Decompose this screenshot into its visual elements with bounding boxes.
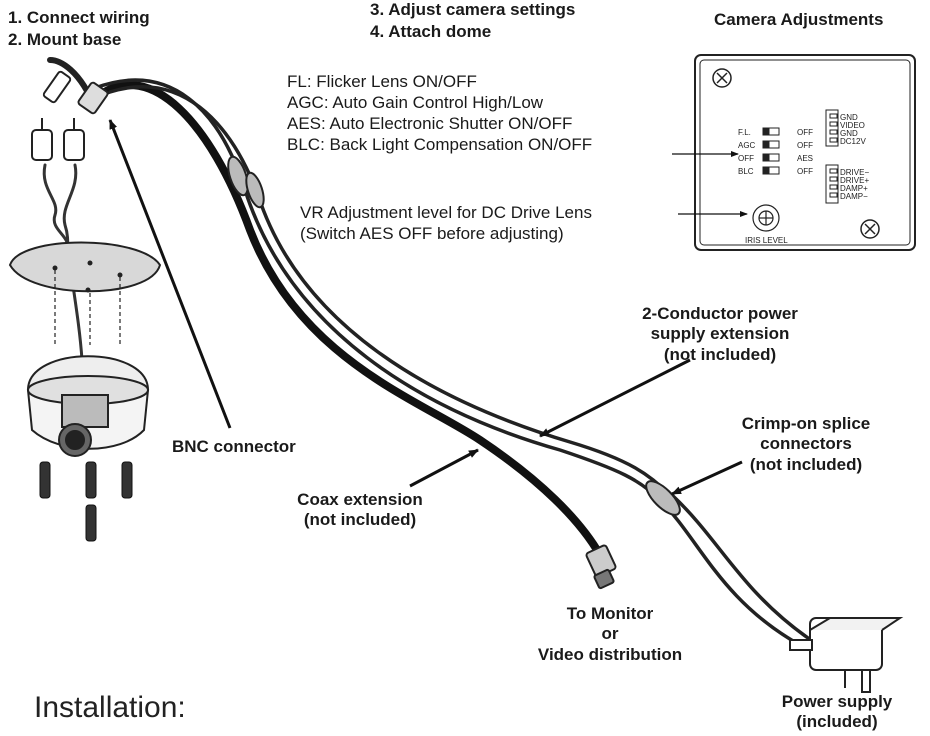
- desc-aes: AES: Auto Electronic Shutter ON/OFF: [287, 114, 573, 133]
- bnc-and-power-plugs: [31, 70, 109, 161]
- iris-level-potentiometer: [752, 204, 780, 232]
- dome-camera: [26, 355, 150, 457]
- splice-callout: Crimp-on splice connectors (not included…: [716, 414, 896, 475]
- terminal-video: VIDEO: [840, 121, 865, 130]
- switch-label-blc: BLC: [738, 167, 754, 176]
- lower-splice: [645, 480, 681, 516]
- splice-arrow: [671, 460, 743, 496]
- panel-title: Camera Adjustments: [714, 10, 884, 29]
- splice-line-3: (not included): [749, 454, 863, 474]
- psu-callout: Power supply (included): [762, 692, 912, 733]
- terminal-gnd-1: GND: [840, 113, 858, 122]
- power-ext-line-1: 2-Conductor power: [642, 304, 798, 323]
- vr-note-line-2: (Switch AES OFF before adjusting): [300, 224, 564, 243]
- mounting-base: [8, 241, 162, 345]
- desc-fl: FL: Flicker Lens ON/OFF: [287, 72, 477, 91]
- mounting-screws: [39, 461, 133, 542]
- callout-arrows: [108, 119, 748, 496]
- terminal-gnd-2: GND: [840, 129, 858, 138]
- desc-agc: AGC: Auto Gain Control High/Low: [287, 93, 544, 112]
- coax-line-1: Coax extension: [297, 490, 423, 509]
- coax-arrow: [409, 448, 479, 488]
- power-supply-adapter: [789, 617, 904, 693]
- cables: [42, 57, 810, 647]
- switch-state-3: AES: [797, 154, 813, 163]
- switch-state-2: OFF: [797, 141, 813, 150]
- dip-switches: [762, 127, 780, 175]
- bnc-callout: BNC connector: [172, 437, 296, 456]
- step-3: 3. Adjust camera settings: [370, 0, 576, 19]
- monitor-bnc-connector: [585, 544, 617, 590]
- splice-connectors: [227, 155, 681, 516]
- switch-state-1: OFF: [797, 128, 813, 137]
- desc-blc: BLC: Back Light Compensation ON/OFF: [287, 135, 593, 154]
- upper-splice: [227, 155, 249, 197]
- switch-label-fl: F.L.: [738, 128, 751, 137]
- coax-line-2: (not included): [303, 510, 417, 530]
- terminal-dc12v: DC12V: [840, 137, 866, 146]
- panel-screw-bottom: [860, 219, 880, 239]
- step-4: 4. Attach dome: [370, 22, 492, 41]
- monitor-line-2: or: [601, 624, 619, 644]
- vr-note-line-1: VR Adjustment level for DC Drive Lens: [300, 203, 592, 222]
- step-2: 2. Mount base: [8, 30, 122, 49]
- terminal-drive-plus: DRIVE+: [840, 176, 869, 185]
- camera-pigtail-wires: [42, 163, 70, 252]
- switch-label-agc: AGC: [738, 141, 756, 150]
- power-ext-arrow: [539, 358, 691, 438]
- terminal-damp-minus: DAMP−: [840, 192, 868, 201]
- monitor-line-1: To Monitor: [566, 604, 654, 623]
- psu-line-2: (included): [796, 712, 878, 732]
- splice-line-1: Crimp-on splice: [741, 414, 871, 433]
- switch-label-off: OFF: [738, 154, 754, 163]
- monitor-callout: To Monitor or Video distribution: [510, 604, 710, 665]
- installation-heading: Installation:: [34, 691, 186, 724]
- step-1: 1. Connect wiring: [8, 8, 150, 27]
- terminal-drive-minus: DRIVE−: [840, 168, 869, 177]
- adjustment-panel: F.L. AGC OFF BLC OFF OFF AES OFF GND VID…: [694, 54, 916, 251]
- power-ext-line-3: (not included): [663, 344, 777, 364]
- power-ext-callout: 2-Conductor power supply extension (not …: [620, 304, 820, 365]
- iris-level-label: IRIS LEVEL: [745, 236, 788, 245]
- coax-callout: Coax extension (not included): [270, 490, 450, 531]
- splice-line-2: connectors: [760, 434, 852, 454]
- psu-line-1: Power supply: [781, 692, 893, 711]
- switch-state-4: OFF: [797, 167, 813, 176]
- bnc-arrow: [108, 119, 232, 429]
- monitor-line-3: Video distribution: [537, 644, 683, 664]
- power-ext-line-2: supply extension: [650, 324, 790, 344]
- panel-screw-top: [712, 68, 732, 88]
- coax-extension-cable: [96, 81, 604, 559]
- terminal-damp-plus: DAMP+: [840, 184, 868, 193]
